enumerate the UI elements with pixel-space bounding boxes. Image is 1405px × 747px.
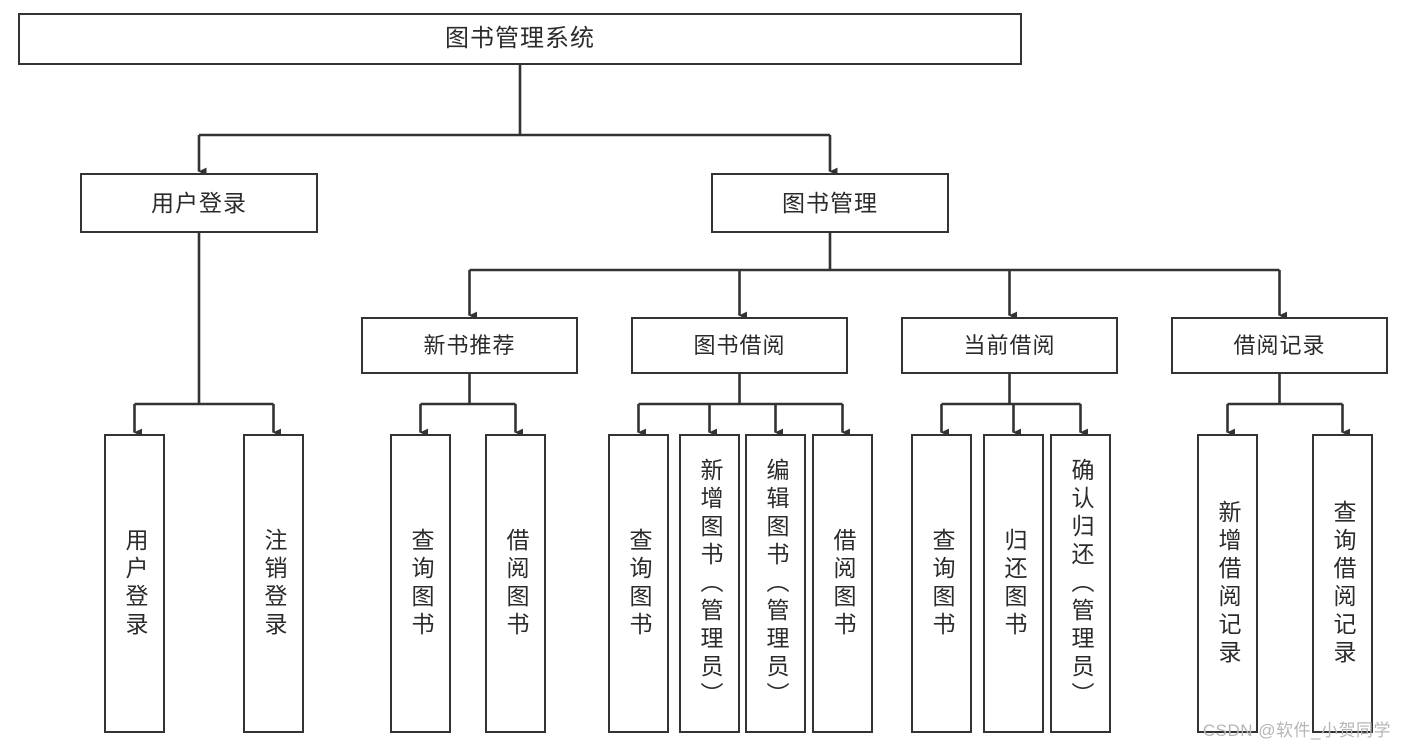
node-login[interactable]: 用户登录 xyxy=(80,173,318,233)
node-label: 编辑图书（管理员） xyxy=(763,457,789,710)
node-root[interactable]: 图书管理系统 xyxy=(18,13,1022,65)
node-leaf-bl-query[interactable]: 查询借阅记录 xyxy=(1312,434,1373,733)
node-leaf-bb-edit[interactable]: 编辑图书（管理员） xyxy=(745,434,806,733)
node-leaf-logout[interactable]: 注销登录 xyxy=(243,434,304,733)
watermark: CSDN @软件_小贺同学 xyxy=(1202,721,1391,740)
node-label: 图书借阅 xyxy=(693,332,786,358)
node-leaf-nb-borrow[interactable]: 借阅图书 xyxy=(485,434,546,733)
node-leaf-bb-add[interactable]: 新增图书（管理员） xyxy=(679,434,740,733)
node-label: 借阅图书 xyxy=(503,527,529,640)
node-label: 注销登录 xyxy=(261,527,287,640)
node-bookmgmt[interactable]: 图书管理 xyxy=(711,173,949,233)
node-label: 借阅图书 xyxy=(830,527,856,640)
node-leaf-bl-add[interactable]: 新增借阅记录 xyxy=(1197,434,1258,733)
node-label: 查询图书 xyxy=(626,527,652,640)
node-label: 新增图书（管理员） xyxy=(697,457,723,710)
node-label: 新书推荐 xyxy=(423,332,516,358)
node-label: 归还图书 xyxy=(1001,527,1027,640)
node-leaf-bb-borrow[interactable]: 借阅图书 xyxy=(812,434,873,733)
node-label: 新增借阅记录 xyxy=(1215,499,1241,668)
node-leaf-login[interactable]: 用户登录 xyxy=(104,434,165,733)
node-label: 借阅记录 xyxy=(1233,332,1326,358)
node-leaf-cb-return[interactable]: 归还图书 xyxy=(983,434,1044,733)
node-leaf-nb-query[interactable]: 查询图书 xyxy=(390,434,451,733)
node-label: 确认归还（管理员） xyxy=(1068,457,1094,710)
node-label: 查询图书 xyxy=(929,527,955,640)
node-currborrow[interactable]: 当前借阅 xyxy=(901,317,1118,374)
node-borrowbook[interactable]: 图书借阅 xyxy=(631,317,848,374)
node-label: 用户登录 xyxy=(151,189,247,216)
node-leaf-cb-query[interactable]: 查询图书 xyxy=(911,434,972,733)
node-label: 当前借阅 xyxy=(963,332,1056,358)
node-label: 查询图书 xyxy=(408,527,434,640)
node-label: 查询借阅记录 xyxy=(1330,499,1356,668)
node-label: 用户登录 xyxy=(122,527,148,640)
node-newbook[interactable]: 新书推荐 xyxy=(361,317,578,374)
node-leaf-cb-confirm[interactable]: 确认归还（管理员） xyxy=(1050,434,1111,733)
node-label: 图书管理 xyxy=(782,189,878,216)
node-borrowlog[interactable]: 借阅记录 xyxy=(1171,317,1388,374)
node-label: 图书管理系统 xyxy=(445,25,595,53)
node-leaf-bb-query[interactable]: 查询图书 xyxy=(608,434,669,733)
